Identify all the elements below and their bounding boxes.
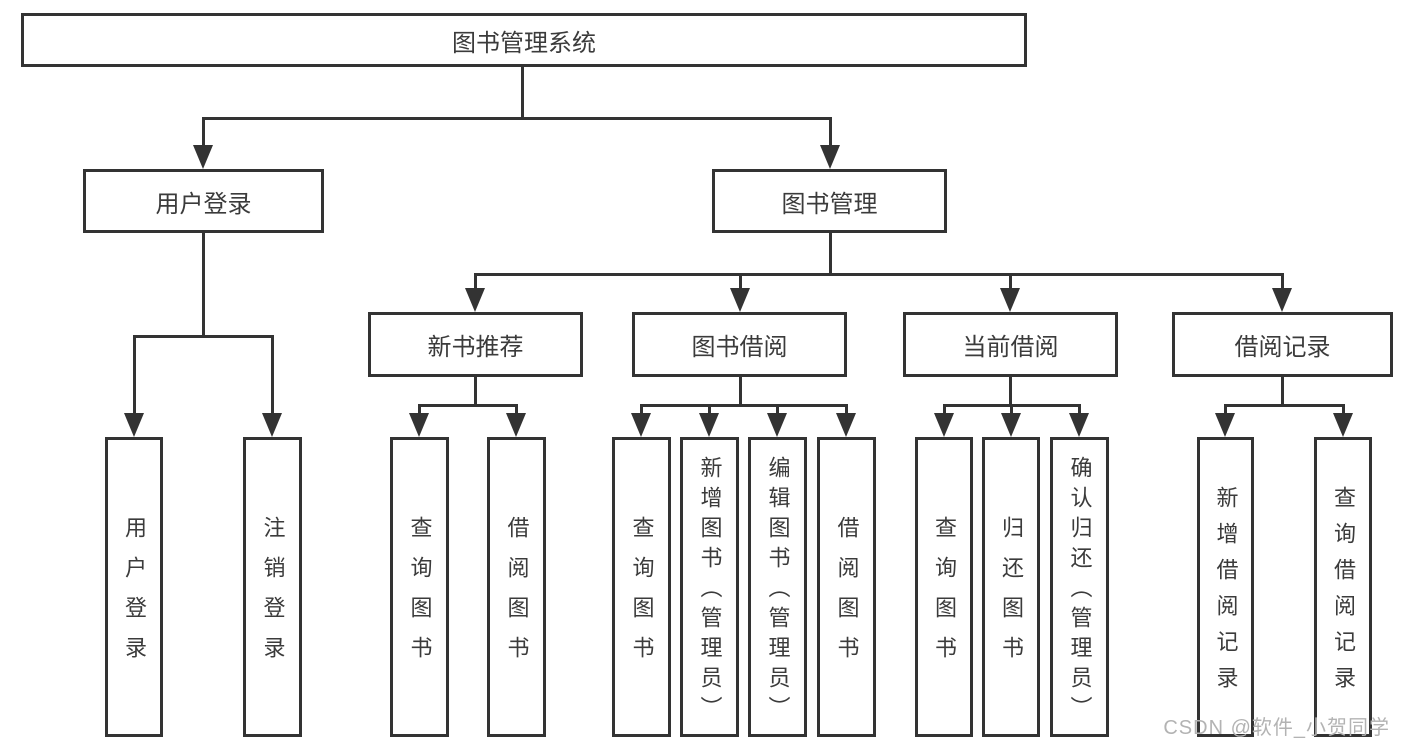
leaf-query-books-1: 查询图书 <box>390 437 449 737</box>
connector-new-book-drop <box>473 276 477 288</box>
connector-book-borrow-stem <box>738 377 742 404</box>
arrowhead-leaf-query-books-2 <box>631 413 651 437</box>
arrowhead-borrow-record <box>1272 288 1292 312</box>
connector-new-book-rail <box>417 404 518 407</box>
leaf-logout-label: 注销登录 <box>260 516 286 676</box>
leaf-user-login: 用户登录 <box>105 437 163 737</box>
connector-leaf-drop <box>514 407 518 413</box>
connector-leaf-drop <box>707 407 711 413</box>
arrowhead-leaf-login <box>124 413 144 437</box>
arrowhead-leaf-borrow-books-2 <box>836 413 856 437</box>
node-current-borrowing: 当前借阅 <box>903 312 1118 377</box>
node-current-borrowing-label: 当前借阅 <box>962 334 1059 361</box>
arrowhead-leaf-add-book <box>699 413 719 437</box>
leaf-add-borrow-record-label: 新增借阅记录 <box>1213 486 1239 702</box>
connector-user-login-stem <box>201 233 205 335</box>
leaf-confirm-return-admin: 确认归还（管理员） <box>1050 437 1109 737</box>
connector-leaf-drop <box>844 407 848 413</box>
leaf-logout: 注销登录 <box>243 437 302 737</box>
connector-leaf-drop <box>417 407 421 413</box>
leaf-borrow-books-2-label: 借阅图书 <box>834 516 860 676</box>
arrowhead-leaf-query-books-3 <box>934 413 954 437</box>
leaf-edit-book-admin: 编辑图书（管理员） <box>748 437 807 737</box>
node-user-login: 用户登录 <box>83 169 324 233</box>
arrowhead-leaf-logout <box>262 413 282 437</box>
node-root: 图书管理系统 <box>21 13 1027 67</box>
connector-leaf-drop <box>639 407 643 413</box>
arrowhead-book-borrow <box>730 288 750 312</box>
leaf-user-login-label: 用户登录 <box>122 516 147 676</box>
leaf-query-books-1-label: 查询图书 <box>407 516 433 676</box>
leaf-add-book-admin: 新增图书（管理员） <box>680 437 739 737</box>
arrowhead-new-book <box>465 288 485 312</box>
leaf-query-books-2: 查询图书 <box>612 437 671 737</box>
node-user-login-label: 用户登录 <box>155 190 252 218</box>
arrowhead-leaf-return-book <box>1001 413 1021 437</box>
leaf-confirm-return-admin-label: 确认归还（管理员） <box>1067 456 1093 726</box>
leaf-query-books-2-label: 查询图书 <box>629 516 655 676</box>
leaf-return-book: 归还图书 <box>982 437 1040 737</box>
arrowhead-user-login <box>193 145 213 169</box>
connector-level2-rail <box>201 117 832 120</box>
connector-leaf-drop <box>1077 407 1081 413</box>
connector-leaf-drop <box>942 407 946 413</box>
node-borrowing-records: 借阅记录 <box>1172 312 1393 377</box>
node-new-book-recommend-label: 新书推荐 <box>427 334 524 361</box>
leaf-add-borrow-record: 新增借阅记录 <box>1197 437 1254 737</box>
connector-leaf-drop <box>1341 407 1345 413</box>
connector-user-login-rail <box>132 335 274 338</box>
leaf-borrow-books-2: 借阅图书 <box>817 437 876 737</box>
arrowhead-leaf-query-record <box>1333 413 1353 437</box>
connector-leaf-drop <box>775 407 779 413</box>
leaf-query-books-3-label: 查询图书 <box>932 516 957 676</box>
leaf-query-borrow-record: 查询借阅记录 <box>1314 437 1372 737</box>
node-book-management: 图书管理 <box>712 169 947 233</box>
node-root-label: 图书管理系统 <box>452 29 596 57</box>
arrowhead-leaf-borrow-books-1 <box>506 413 526 437</box>
connector-leaf-login-drop <box>132 338 136 413</box>
node-book-borrowing-label: 图书借阅 <box>691 334 788 361</box>
connector-current-borrow-drop <box>1008 276 1012 288</box>
connector-book-mgmt-stem <box>828 233 832 273</box>
arrowhead-leaf-add-record <box>1215 413 1235 437</box>
connector-leaf-logout-drop <box>270 338 274 413</box>
connector-borrow-record-rail <box>1223 404 1345 407</box>
connector-level3-rail <box>473 273 1284 276</box>
node-new-book-recommend: 新书推荐 <box>368 312 583 377</box>
connector-user-login-drop <box>201 120 205 145</box>
connector-book-borrow-drop <box>738 276 742 288</box>
connector-leaf-drop <box>1223 407 1227 413</box>
leaf-edit-book-admin-label: 编辑图书（管理员） <box>765 456 791 726</box>
arrowhead-leaf-edit-book <box>767 413 787 437</box>
arrowhead-current-borrow <box>1000 288 1020 312</box>
leaf-query-borrow-record-label: 查询借阅记录 <box>1331 486 1356 702</box>
connector-book-borrow-rail <box>639 404 848 407</box>
leaf-return-book-label: 归还图书 <box>999 516 1024 676</box>
connector-book-mgmt-drop <box>828 120 832 145</box>
connector-borrow-record-drop <box>1280 276 1284 288</box>
node-book-management-label: 图书管理 <box>781 190 878 218</box>
watermark: CSDN @软件_小贺同学 <box>1163 717 1390 739</box>
arrowhead-leaf-confirm-return <box>1069 413 1089 437</box>
arrowhead-book-mgmt <box>820 145 840 169</box>
leaf-borrow-books-1-label: 借阅图书 <box>504 516 530 676</box>
connector-root-stem <box>520 67 524 117</box>
node-borrowing-records-label: 借阅记录 <box>1234 334 1331 361</box>
leaf-add-book-admin-label: 新增图书（管理员） <box>697 456 723 726</box>
arrowhead-leaf-query-books-1 <box>409 413 429 437</box>
connector-borrow-record-stem <box>1280 377 1284 404</box>
leaf-query-books-3: 查询图书 <box>915 437 973 737</box>
leaf-borrow-books-1: 借阅图书 <box>487 437 546 737</box>
connector-current-borrow-stem <box>1008 377 1012 404</box>
connector-current-borrow-rail <box>942 404 1081 407</box>
connector-leaf-drop <box>1009 407 1013 413</box>
node-book-borrowing: 图书借阅 <box>632 312 847 377</box>
connector-new-book-stem <box>473 377 477 404</box>
